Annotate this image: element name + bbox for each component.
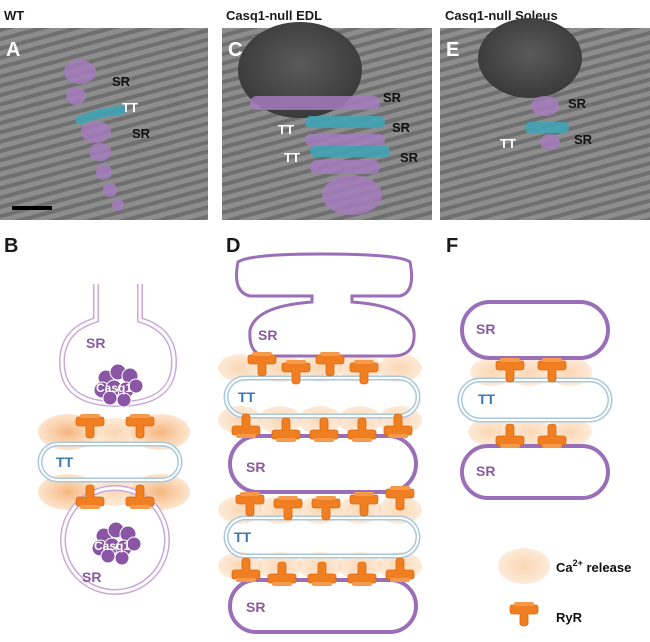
- panel-label-a: A: [6, 39, 20, 61]
- legend-ryr-icon: [509, 601, 539, 627]
- schematic-b: [37, 284, 190, 595]
- micrograph-e: [440, 18, 650, 220]
- schem-d-sr2: SR: [246, 459, 265, 475]
- legend-ca-swatch: [498, 548, 550, 584]
- panel-label-f: F: [446, 235, 458, 257]
- schem-b-tt: TT: [56, 454, 74, 470]
- micro-c-tt2: TT: [284, 150, 300, 165]
- schem-b-casq1-bottom: Casq1: [94, 539, 130, 553]
- micro-e-sr2: SR: [574, 132, 593, 147]
- micro-a-sr2: SR: [132, 126, 151, 141]
- panel-label-b: B: [4, 235, 18, 257]
- schem-d-tt1: TT: [238, 389, 256, 405]
- schem-d-sr3: SR: [246, 599, 265, 615]
- schem-d-sr1: SR: [258, 327, 277, 343]
- micro-e-tt: TT: [500, 136, 516, 151]
- micro-a-sr1: SR: [112, 74, 131, 89]
- schem-f-sr2: SR: [476, 463, 495, 479]
- schematic-f: [457, 300, 613, 500]
- micrograph-a: [0, 28, 208, 220]
- schem-b-sr1: SR: [86, 335, 105, 351]
- micro-c-tt1: TT: [278, 122, 294, 137]
- schematic-d: [218, 252, 422, 634]
- panel-label-e: E: [446, 39, 459, 61]
- panel-label-c: C: [228, 39, 242, 61]
- schem-f-sr1: SR: [476, 321, 495, 337]
- legend-ca-label: Ca2+ release: [556, 558, 631, 575]
- micro-e-sr1: SR: [568, 96, 587, 111]
- micro-c-sr3: SR: [400, 150, 419, 165]
- header-wt: WT: [4, 8, 24, 23]
- schem-b-sr2: SR: [82, 569, 101, 585]
- micro-c-sr2: SR: [392, 120, 411, 135]
- micrograph-c: [222, 22, 432, 220]
- panel-label-d: D: [226, 235, 240, 257]
- schem-f-tt: TT: [478, 391, 496, 407]
- header-edl: Casq1-null EDL: [226, 8, 322, 23]
- schem-b-casq1-top: Casq1: [96, 381, 132, 395]
- legend-ryr-label: RyR: [556, 610, 583, 625]
- legend: [498, 548, 550, 627]
- micro-c-sr1: SR: [383, 90, 402, 105]
- micro-a-tt: TT: [122, 100, 138, 115]
- schem-d-tt2: TT: [234, 529, 252, 545]
